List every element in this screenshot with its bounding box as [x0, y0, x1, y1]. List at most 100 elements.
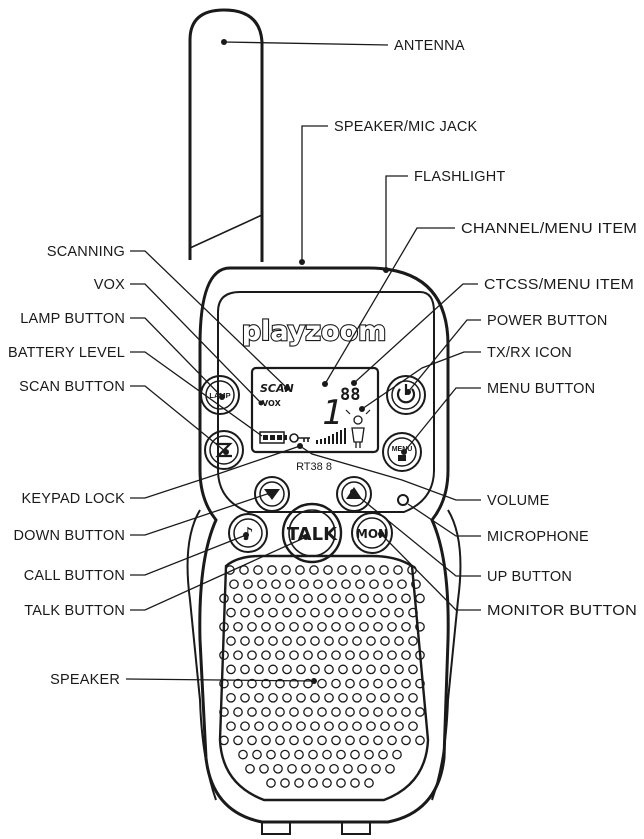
speaker-hole: [345, 678, 355, 689]
lcd-channel-digit: 1: [322, 393, 342, 433]
label-keypad-lock: KEYPAD LOCK: [22, 491, 126, 507]
speaker-hole: [380, 607, 390, 618]
speaker-hole: [397, 579, 407, 590]
speaker-hole: [387, 707, 397, 717]
label-vox: VOX: [94, 277, 125, 293]
speaker-hole: [359, 678, 369, 689]
speaker-hole: [310, 692, 320, 703]
speaker-hole: [331, 621, 341, 632]
speaker-hole: [415, 707, 425, 717]
speaker-hole: [415, 735, 425, 746]
lcd-vox-text: VOX: [262, 399, 282, 408]
speaker-hole: [385, 763, 395, 774]
speaker-hole: [268, 607, 278, 618]
speaker-hole: [303, 650, 313, 661]
speaker-hole: [261, 650, 271, 661]
speaker-holes: [219, 565, 425, 788]
leader-up-button: [350, 489, 481, 577]
tx-rx-person-icon: [345, 409, 371, 448]
speaker-hole: [226, 636, 236, 646]
speaker-hole: [289, 650, 299, 661]
leader-vox: [130, 283, 262, 404]
face-plate: [217, 291, 435, 513]
power-button[interactable]: [386, 375, 426, 415]
speaker-hole: [315, 763, 325, 774]
leader-channel-menu-item: [324, 227, 455, 385]
bottom-clip-left: [261, 822, 291, 835]
speaker-hole: [387, 621, 397, 632]
speaker-hole: [303, 735, 313, 746]
speaker-hole: [371, 763, 381, 774]
side-grip-left: [186, 509, 217, 801]
speaker-hole: [308, 749, 318, 760]
speaker-hole: [317, 735, 327, 746]
bottom-clip-right: [341, 822, 371, 835]
speaker-hole: [252, 749, 262, 760]
speaker-hole: [313, 579, 323, 590]
speaker-hole: [401, 621, 411, 632]
speaker-hole: [247, 593, 257, 604]
speaker-hole: [317, 678, 327, 689]
speaker-hole: [303, 678, 313, 689]
volume-knob[interactable]: [397, 494, 409, 506]
speaker-hole: [282, 664, 292, 675]
speaker-hole: [373, 621, 383, 632]
speaker-hole: [380, 664, 390, 675]
speaker-hole: [233, 650, 243, 661]
speaker-hole: [266, 778, 276, 788]
speaker-hole: [229, 579, 239, 590]
leader-volume: [299, 445, 481, 501]
speaker-hole: [401, 593, 411, 604]
speaker-grille: [218, 554, 430, 802]
speaker-hole: [393, 565, 403, 575]
speaker-hole: [415, 621, 425, 632]
speaker-hole: [247, 650, 257, 661]
speaker-hole: [259, 763, 269, 774]
label-channel-menu-item: CHANNEL/MENU ITEM: [461, 221, 637, 237]
menu-button-label: MENU: [392, 446, 413, 453]
speaker-hole: [240, 636, 250, 646]
antenna: [188, 8, 264, 262]
menu-button[interactable]: MENU: [382, 432, 422, 472]
leader-keypad-lock: [130, 445, 301, 499]
speaker-hole: [296, 721, 306, 732]
speaker-hole: [317, 593, 327, 604]
speaker-hole: [254, 636, 264, 646]
speaker-hole: [331, 593, 341, 604]
lcd-scan-text: SCAN: [260, 382, 294, 395]
speaker-hole: [345, 621, 355, 632]
speaker-hole: [282, 692, 292, 703]
speaker-hole: [266, 749, 276, 760]
speaker-hole: [369, 579, 379, 590]
speaker-hole: [401, 650, 411, 661]
speaker-hole: [327, 579, 337, 590]
monitor-button[interactable]: MON: [351, 512, 393, 554]
monitor-button-label: MON: [356, 527, 388, 541]
label-scanning: SCANNING: [47, 244, 125, 260]
speaker-hole: [387, 678, 397, 689]
speaker-hole: [324, 692, 334, 703]
label-ctcss-menu-item: CTCSS/MENU ITEM: [484, 277, 634, 293]
speaker-hole: [219, 707, 229, 717]
speaker-hole: [226, 692, 236, 703]
speaker-hole: [366, 607, 376, 618]
speaker-hole: [226, 664, 236, 675]
speaker-hole: [261, 735, 271, 746]
speaker-hole: [338, 721, 348, 732]
speaker-hole: [379, 565, 389, 575]
label-menu-button: MENU BUTTON: [487, 381, 595, 397]
speaker-hole: [408, 692, 418, 703]
speaker-hole: [366, 721, 376, 732]
speaker-hole: [350, 778, 360, 788]
speaker-hole: [303, 621, 313, 632]
speaker-hole: [322, 778, 332, 788]
leader-battery-level: [130, 351, 263, 437]
lcd-ctcss-digits: 88: [340, 385, 360, 405]
label-tx-rx-icon: TX/RX ICON: [487, 345, 572, 361]
speaker-hole: [254, 607, 264, 618]
speaker-hole: [366, 664, 376, 675]
label-talk-button: TALK BUTTON: [24, 603, 125, 619]
speaker-hole: [240, 692, 250, 703]
speaker-hole: [275, 707, 285, 717]
